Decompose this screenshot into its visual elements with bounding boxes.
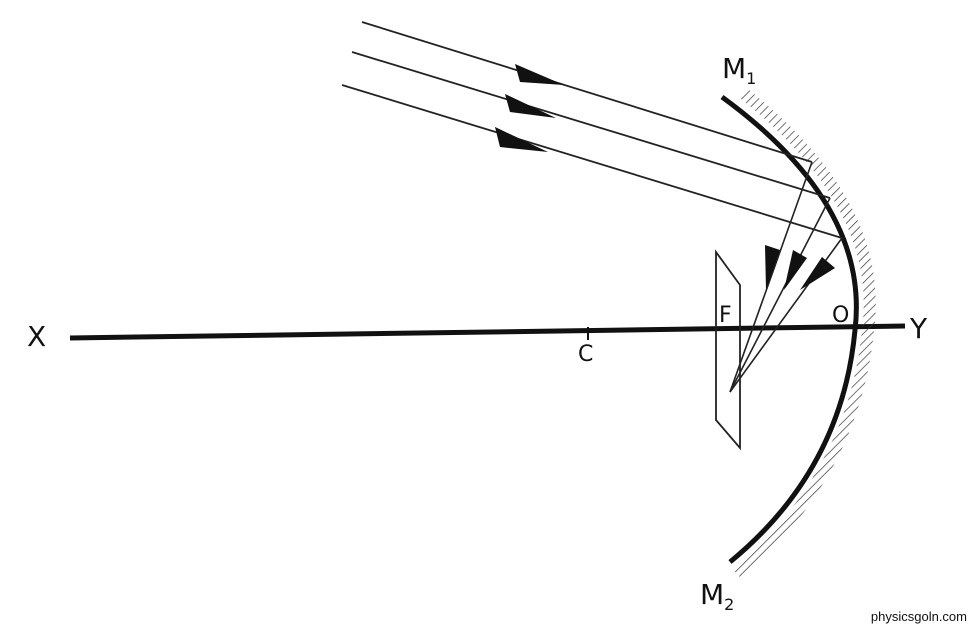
reflected-arrowhead-3: [800, 257, 835, 290]
reflected-ray-2: [729, 197, 831, 393]
label-mirror-top: M1: [722, 52, 756, 88]
label-centre: C: [578, 342, 593, 367]
incident-ray-1: [361, 21, 813, 163]
incident-arrowhead-1: [515, 64, 564, 85]
concave-mirror: [720, 94, 859, 564]
reflected-ray-1: [729, 161, 813, 393]
reflected-arrowhead-1: [765, 245, 780, 290]
label-y: Y: [909, 312, 928, 345]
watermark-credit: physicsgoln.com: [870, 609, 967, 624]
incident-arrowhead-3: [495, 127, 548, 152]
label-focus: F: [719, 303, 732, 328]
reflected-arrowhead-2: [784, 250, 807, 290]
label-x: X: [27, 320, 46, 353]
label-mirror-bottom: M2: [700, 578, 734, 614]
label-mirror-top-sub: 1: [746, 69, 756, 88]
incident-ray-2: [351, 51, 831, 199]
label-mirror-top-letter: M: [722, 52, 746, 85]
principal-axis: [69, 323, 906, 341]
label-pole: O: [832, 303, 849, 328]
focal-plane: [715, 249, 741, 451]
mirror-hatching: [733, 87, 876, 580]
label-mirror-bottom-letter: M: [700, 578, 724, 611]
label-mirror-bottom-sub: 2: [724, 595, 734, 614]
incident-arrowhead-2: [505, 94, 556, 118]
incident-ray-3: [341, 84, 843, 239]
